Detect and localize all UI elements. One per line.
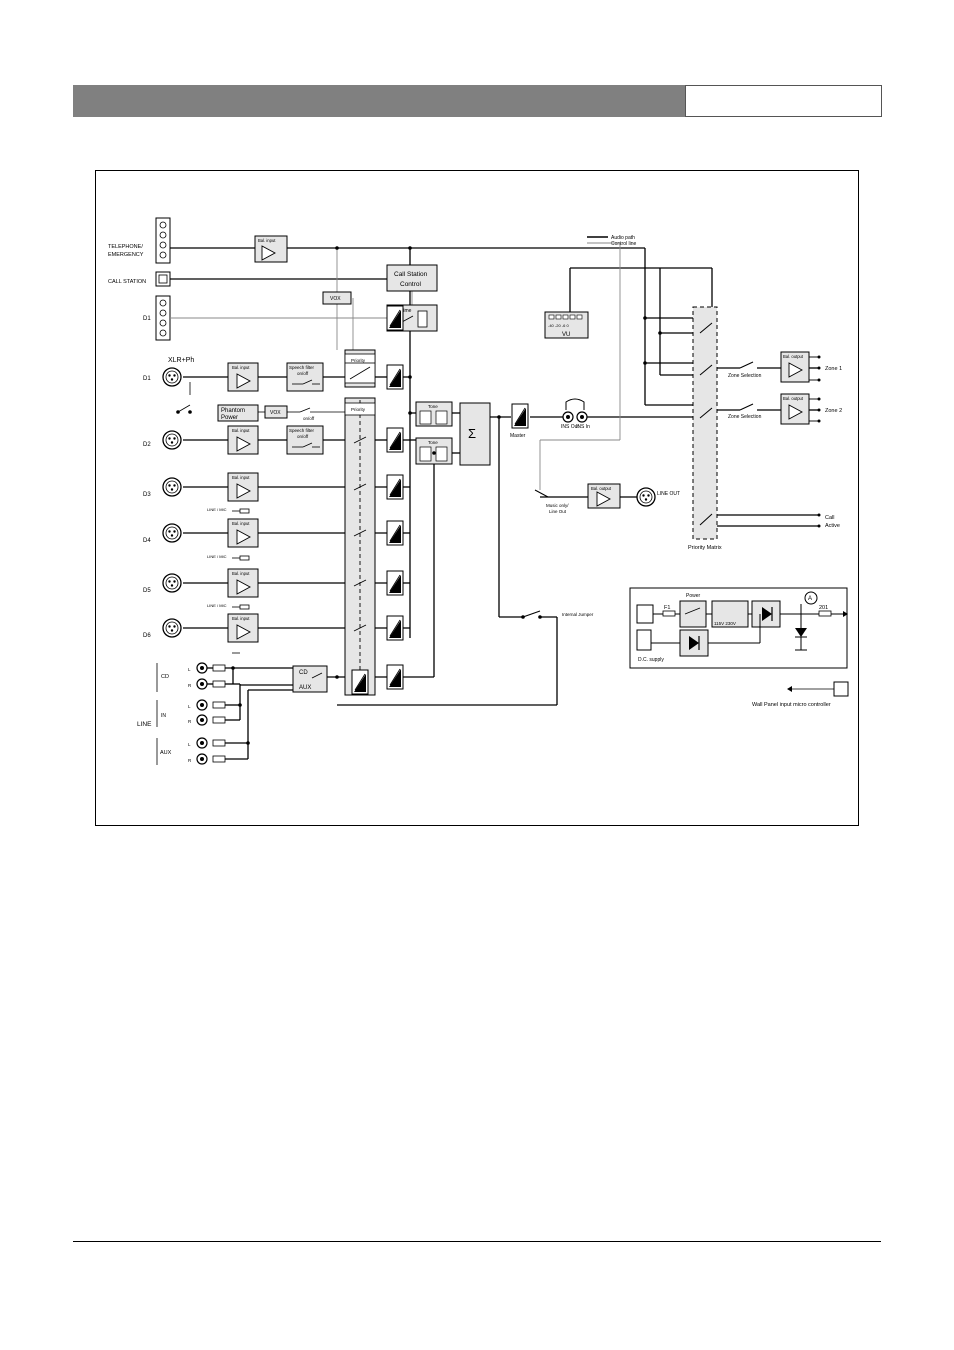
label-phantom-power: Power xyxy=(221,415,238,421)
bal-input-d4: Bal. input xyxy=(232,521,250,526)
label-zone1: Zone 1 xyxy=(825,366,842,372)
label-ins-out: INS Out xyxy=(561,424,579,430)
label-chime: Chime xyxy=(397,308,412,314)
bal-input-d3: Bal. input xyxy=(232,475,250,480)
label-d1: D1 xyxy=(143,376,151,382)
label-d5: D5 xyxy=(143,588,151,594)
label-ins-in: INS In xyxy=(576,424,590,430)
header-section-box xyxy=(685,85,882,117)
label-tone-2: Tone xyxy=(428,440,438,445)
label-dc-supply: D.C. supply xyxy=(638,657,664,663)
label-internal-jumper: Internal Jumper xyxy=(562,612,594,617)
label-priority-2: Priority xyxy=(351,407,366,412)
label-d6: D6 xyxy=(143,633,151,639)
speech-filter-d1-onoff: on/off xyxy=(297,371,309,376)
label-call-station-control-2: Control xyxy=(400,281,422,288)
vox-upper: VOX xyxy=(330,296,341,302)
label-d2: D2 xyxy=(143,442,151,448)
line-mic-d5: LINE / MIC xyxy=(207,603,227,608)
label-cd-aux-aux: AUX xyxy=(299,685,311,691)
label-cd-r: R xyxy=(188,683,192,688)
label-vu: VU xyxy=(562,332,570,338)
vox-onoff: on/off xyxy=(303,416,315,421)
bal-input-d2: Bal. input xyxy=(232,428,250,433)
legend-control-line: Control line xyxy=(611,241,637,247)
label-201: 201 xyxy=(819,605,828,611)
label-line-out-switch: Line Out xyxy=(549,509,567,514)
label-master: Master xyxy=(510,433,526,439)
label-call: Call xyxy=(825,515,834,521)
speech-filter-d2: Speech filter xyxy=(289,428,315,433)
label-xlr-ph: XLR+Ph xyxy=(168,357,194,364)
bal-input-tel: Bal. input xyxy=(254,235,288,263)
label-line: LINE xyxy=(137,721,152,728)
zone-selection-1: Zone Selection xyxy=(728,373,762,379)
bal-output-zone1: Bal. output xyxy=(783,354,804,359)
bal-output-zone2: Bal. output xyxy=(783,396,804,401)
label-call-station: CALL STATION xyxy=(108,279,146,285)
label-music-only: Music only/ xyxy=(546,503,569,508)
label-phantom: Phantom xyxy=(221,408,245,414)
bal-output-line: Bal. output xyxy=(591,486,612,491)
label-voltage: 115V 230V xyxy=(714,621,736,626)
label-cd: CD xyxy=(161,674,169,680)
legend-audio-path: Audio path xyxy=(611,235,635,241)
label-aux: AUX xyxy=(160,750,172,756)
label-priority-1: Priority xyxy=(351,358,366,363)
bal-input-d5: Bal. input xyxy=(232,571,250,576)
label-telephone: TELEPHONE/ xyxy=(108,244,143,250)
label-priority-matrix: Priority Matrix xyxy=(688,545,722,551)
speech-filter-d1: Speech filter xyxy=(289,365,315,370)
line-mic-d4: LINE / MIC xyxy=(207,554,227,559)
label-ampere: A xyxy=(808,596,812,602)
svg-text:Bal. input: Bal. input xyxy=(258,238,276,243)
label-in-r: R xyxy=(188,719,192,724)
label-f1: F1 xyxy=(664,605,670,611)
vox-lower: VOX xyxy=(270,410,281,416)
label-emergency: EMERGENCY xyxy=(108,252,144,258)
label-in-l: L xyxy=(188,704,191,709)
label-aux-r: R xyxy=(188,758,192,763)
zone-selection-2: Zone Selection xyxy=(728,414,762,420)
label-d4: D4 xyxy=(143,538,151,544)
bal-input-d6: Bal. input xyxy=(232,616,250,621)
label-wall-panel: Wall Panel input micro controller xyxy=(752,702,831,708)
label-aux-l: L xyxy=(188,742,191,747)
header-bar xyxy=(73,85,685,117)
bal-input-d1: Bal. input xyxy=(232,365,250,370)
diagram-frame xyxy=(95,170,859,826)
label-tone-1: Tone xyxy=(428,404,438,409)
label-call-station-control-1: Call Station xyxy=(394,271,428,278)
label-d3: D3 xyxy=(143,492,151,498)
footer-rule xyxy=(73,1241,881,1242)
label-active: Active xyxy=(825,523,840,529)
speech-filter-d2-onoff: on/off xyxy=(297,434,309,439)
vu-scale: -40 -20 -6 0 xyxy=(548,323,569,328)
label-cd-l: L xyxy=(188,667,191,672)
label-zone2: Zone 2 xyxy=(825,408,842,414)
label-line-out: LINE OUT xyxy=(657,491,680,497)
label-in: IN xyxy=(161,713,166,719)
label-power: Power xyxy=(686,593,701,599)
line-mic-d3: LINE / MIC xyxy=(207,507,227,512)
label-cd-aux-cd: CD xyxy=(299,670,308,676)
label-d1-top: D1 xyxy=(143,316,151,322)
sigma-summer: Σ xyxy=(468,426,476,441)
